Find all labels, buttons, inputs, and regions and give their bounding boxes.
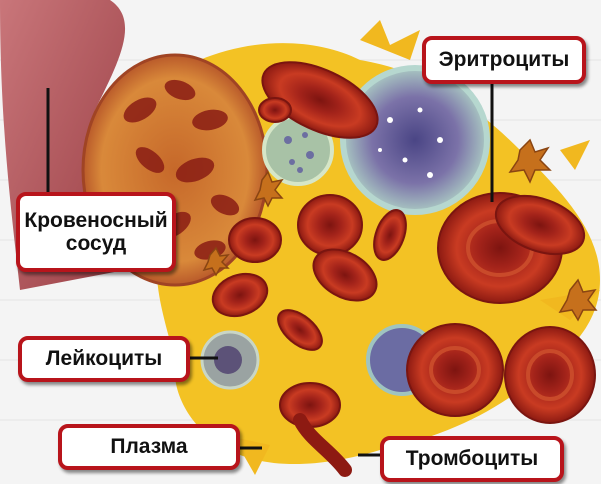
label-erythrocytes-text: Эритроциты bbox=[439, 48, 570, 71]
label-blood-vessel-line1: Кровеносный bbox=[24, 209, 167, 232]
label-leukocytes: Лейкоциты bbox=[18, 336, 190, 382]
label-blood-vessel-line2: сосуд bbox=[66, 232, 126, 255]
label-platelets-text: Тромбоциты bbox=[406, 447, 539, 470]
label-platelets: Тромбоциты bbox=[380, 436, 564, 482]
leukocyte-small-left-nucleus bbox=[214, 346, 242, 374]
label-plasma: Плазма bbox=[58, 424, 240, 470]
leukocyte-large bbox=[343, 68, 487, 212]
label-erythrocytes: Эритроциты bbox=[422, 36, 586, 84]
label-leukocytes-text: Лейкоциты bbox=[46, 347, 162, 370]
label-blood-vessel: Кровеносный сосуд bbox=[16, 192, 176, 272]
label-plasma-text: Плазма bbox=[110, 435, 187, 458]
